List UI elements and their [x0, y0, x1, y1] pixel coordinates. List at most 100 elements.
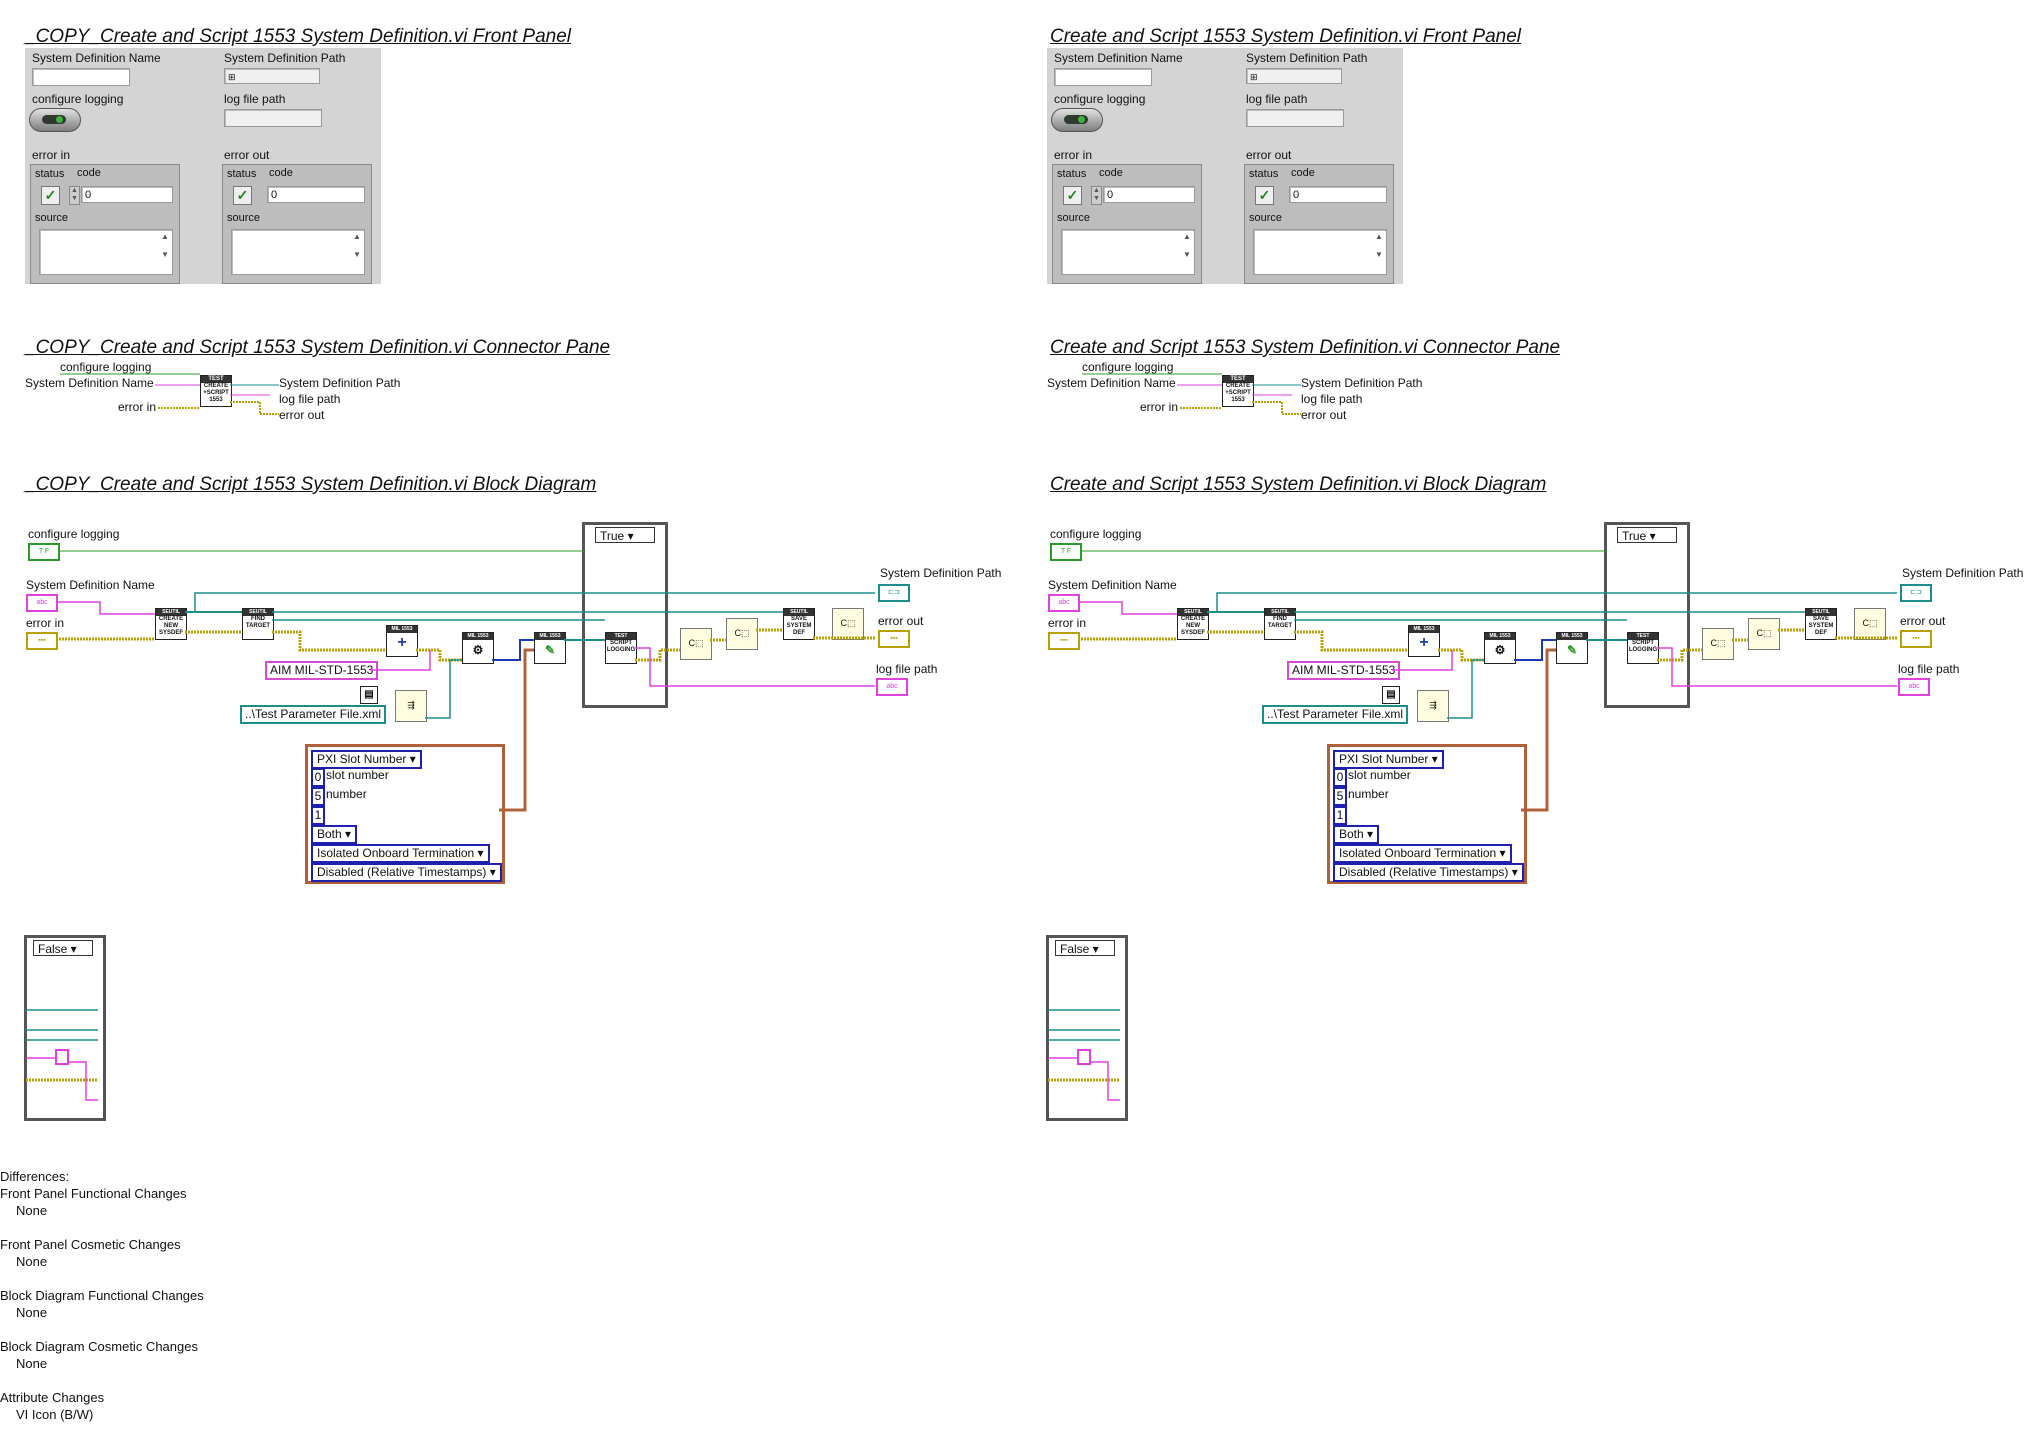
build-path-node-3[interactable]: ⇶ [395, 690, 427, 722]
bd-configure-logging-terminal[interactable]: T F [28, 543, 60, 561]
source-field[interactable]: ▲▼ [1061, 229, 1195, 275]
one-constant[interactable]: 1 [1333, 806, 1347, 825]
bd-system-definition-name-terminal[interactable]: abc [1048, 594, 1080, 612]
test-parameter-file-constant[interactable]: ..\Test Parameter File.xml [240, 705, 387, 724]
create-new-sysdef-subvi[interactable]: SEUTIL CREATE NEW SYSDEF [155, 608, 187, 640]
case-selector-true[interactable]: True ▾ [595, 527, 655, 543]
u-number-constant[interactable]: 5 [311, 787, 325, 806]
status-check-icon[interactable]: ✓ [1063, 186, 1082, 205]
build-path-node[interactable]: C⬚ [1702, 628, 1734, 660]
front-panel-title: Create and Script 1553 System Definition… [1050, 26, 1522, 47]
find-target-subvi[interactable]: SEUTIL FIND TARGET [242, 608, 274, 640]
subvi-header: MIL 1553 [387, 626, 417, 633]
bd-error-in-terminal[interactable]: ▪▪▪ [1048, 632, 1080, 650]
file-dialog-icon[interactable]: ▤ [360, 686, 378, 704]
config-constant-cluster[interactable]: PXI Slot Number ▾ 0 slot number 5 number… [1327, 744, 1527, 884]
connector-pane-icon: TEST CREATE +SCRIPT 1553 [200, 375, 232, 407]
source-field: ▲▼ [1253, 229, 1387, 275]
both-enum[interactable]: Both ▾ [1333, 825, 1380, 844]
file-dialog-icon[interactable]: ▤ [1382, 686, 1400, 704]
bd-system-definition-path-terminal[interactable]: ⊏⊐ [1900, 584, 1932, 602]
timestamps-enum[interactable]: Disabled (Relative Timestamps) ▾ [311, 863, 502, 882]
bd-error-out-terminal[interactable]: ▪▪▪ [1900, 630, 1932, 648]
test-parameter-file-constant[interactable]: ..\Test Parameter File.xml [1262, 705, 1409, 724]
code-field[interactable]: 0 [81, 186, 173, 203]
system-definition-path-field[interactable]: ⊞ [1246, 68, 1342, 84]
subvi-header: SEUTIL [784, 609, 814, 616]
build-path-node[interactable]: C⬚ [680, 628, 712, 660]
build-path-node-2[interactable]: C⬚ [832, 608, 864, 640]
termination-enum[interactable]: Isolated Onboard Termination ▾ [311, 844, 490, 863]
u-number-constant[interactable]: 5 [1333, 787, 1347, 806]
bd-system-definition-name-terminal[interactable]: abc [26, 594, 58, 612]
subvi-line: SYSDEF [1180, 630, 1205, 636]
mil1553-config-subvi[interactable]: MIL 1553 ⚙ [462, 632, 494, 664]
code-spinner[interactable]: ▲▼ [69, 186, 80, 205]
log-file-path-field[interactable] [224, 109, 322, 127]
aim-mil-std-constant[interactable]: AIM MIL-STD-1553 [1287, 661, 1401, 680]
subvi-line: SYSDEF [158, 630, 183, 636]
system-definition-name-field[interactable] [1054, 68, 1152, 86]
subvi-line: LOGGING [1628, 647, 1658, 653]
script-logging-subvi[interactable]: TEST SCRIPT LOGGING [1627, 632, 1659, 664]
strip-path-node[interactable]: C⬚ [1748, 618, 1780, 650]
case-structure-false[interactable]: False ▾ [24, 935, 106, 1121]
save-system-def-subvi[interactable]: SEUTIL SAVE SYSTEM DEF [1805, 608, 1837, 640]
bd-error-out-terminal[interactable]: ▪▪▪ [878, 630, 910, 648]
subvi-line: SYSTEM [1808, 623, 1834, 629]
system-definition-name-label: System Definition Name [32, 51, 161, 65]
subvi-line: SCRIPT [1631, 640, 1654, 646]
slot-number-constant[interactable]: 0 [311, 768, 325, 787]
build-path-node-3[interactable]: ⇶ [1417, 690, 1449, 722]
case-selector-false[interactable]: False ▾ [33, 940, 93, 956]
code-spinner[interactable]: ▲▼ [1091, 186, 1102, 205]
timestamps-enum[interactable]: Disabled (Relative Timestamps) ▾ [1333, 863, 1524, 882]
bd-configure-logging-terminal[interactable]: T F [1050, 543, 1082, 561]
save-system-def-subvi[interactable]: SEUTIL SAVE SYSTEM DEF [783, 608, 815, 640]
status-label: status [227, 168, 257, 180]
subvi-header: SEUTIL [1178, 609, 1208, 616]
strip-path-node[interactable]: C⬚ [726, 618, 758, 650]
code-field[interactable]: 0 [1103, 186, 1195, 203]
mil1553-add-subvi[interactable]: MIL 1553 + [386, 625, 418, 657]
aim-mil-std-constant[interactable]: AIM MIL-STD-1553 [265, 661, 379, 680]
system-definition-name-field[interactable] [32, 68, 130, 86]
one-constant[interactable]: 1 [311, 806, 325, 825]
slot-number-constant[interactable]: 0 [1333, 768, 1347, 787]
case-selector-false[interactable]: False ▾ [1055, 940, 1115, 956]
diff-item-value: VI Icon (B/W) [16, 1407, 94, 1422]
subvi-header: TEST [606, 633, 636, 640]
pxi-slot-enum[interactable]: PXI Slot Number ▾ [1333, 750, 1444, 769]
create-new-sysdef-subvi[interactable]: SEUTIL CREATE NEW SYSDEF [1177, 608, 1209, 640]
case-structure-true[interactable]: True ▾ [1604, 522, 1690, 708]
termination-enum[interactable]: Isolated Onboard Termination ▾ [1333, 844, 1512, 863]
mil1553-write-subvi[interactable]: MIL 1553 ✎ [1556, 632, 1588, 664]
system-definition-path-field[interactable]: ⊞ [224, 68, 320, 84]
case-structure-true[interactable]: True ▾ [582, 522, 668, 708]
bd-system-definition-path-terminal[interactable]: ⊏⊐ [878, 584, 910, 602]
script-logging-subvi[interactable]: TEST SCRIPT LOGGING [605, 632, 637, 664]
icon-line: +SCRIPT [203, 390, 229, 396]
enum-label: Disabled (Relative Timestamps) [1339, 865, 1509, 879]
both-enum[interactable]: Both ▾ [311, 825, 358, 844]
bd-log-file-path-terminal[interactable]: abc [1898, 678, 1930, 696]
source-field[interactable]: ▲▼ [39, 229, 173, 275]
build-path-node-2[interactable]: C⬚ [1854, 608, 1886, 640]
icon-line: TEST [201, 376, 231, 383]
bd-error-in-terminal[interactable]: ▪▪▪ [26, 632, 58, 650]
subvi-line: SAVE [1813, 616, 1829, 622]
mil1553-config-subvi[interactable]: MIL 1553 ⚙ [1484, 632, 1516, 664]
status-check-icon[interactable]: ✓ [41, 186, 60, 205]
case-selector-true[interactable]: True ▾ [1617, 527, 1677, 543]
case-structure-false[interactable]: False ▾ [1046, 935, 1128, 1121]
bd-log-file-path-terminal[interactable]: abc [876, 678, 908, 696]
mil1553-add-subvi[interactable]: MIL 1553 + [1408, 625, 1440, 657]
configure-logging-toggle[interactable] [1051, 108, 1103, 132]
config-constant-cluster[interactable]: PXI Slot Number ▾ 0 slot number 5 number… [305, 744, 505, 884]
mil1553-write-subvi[interactable]: MIL 1553 ✎ [534, 632, 566, 664]
diff-item-label: Front Panel Cosmetic Changes [0, 1237, 181, 1252]
find-target-subvi[interactable]: SEUTIL FIND TARGET [1264, 608, 1296, 640]
log-file-path-field[interactable] [1246, 109, 1344, 127]
configure-logging-toggle[interactable] [29, 108, 81, 132]
pxi-slot-enum[interactable]: PXI Slot Number ▾ [311, 750, 422, 769]
